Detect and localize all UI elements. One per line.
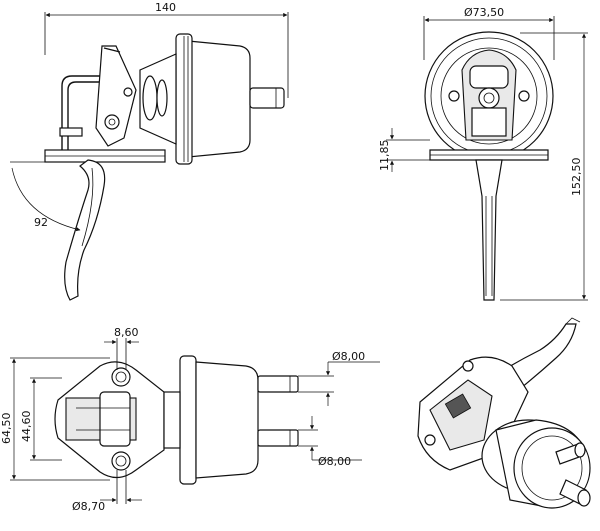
side-view: 140 92 [10, 1, 289, 301]
dim-width-label: 140 [155, 1, 176, 14]
dim-height-outer-label: 64,50 [0, 413, 13, 445]
dim-total-height-label: 152,50 [570, 158, 583, 197]
dim-outlet-top-label: Ø8,00 [332, 350, 365, 363]
dim-angle-label: 92 [34, 216, 48, 229]
dim-flange-height-label: 11,85 [378, 140, 391, 172]
dim-hole-spacing-label: 8,60 [114, 326, 139, 339]
isometric-view [417, 317, 591, 509]
top-view: 8,60 64,50 44,60 Ø8,70 Ø8,00 Ø8,00 [0, 326, 380, 513]
dim-height-inner-label: 44,60 [20, 411, 33, 443]
front-view: Ø73,50 11,85 152,50 [378, 6, 588, 301]
dim-outlet-bottom-label: Ø8,00 [318, 455, 351, 468]
dim-flange-diameter-label: Ø73,50 [464, 6, 504, 19]
dim-hole-diameter-label: Ø8,70 [72, 500, 105, 513]
